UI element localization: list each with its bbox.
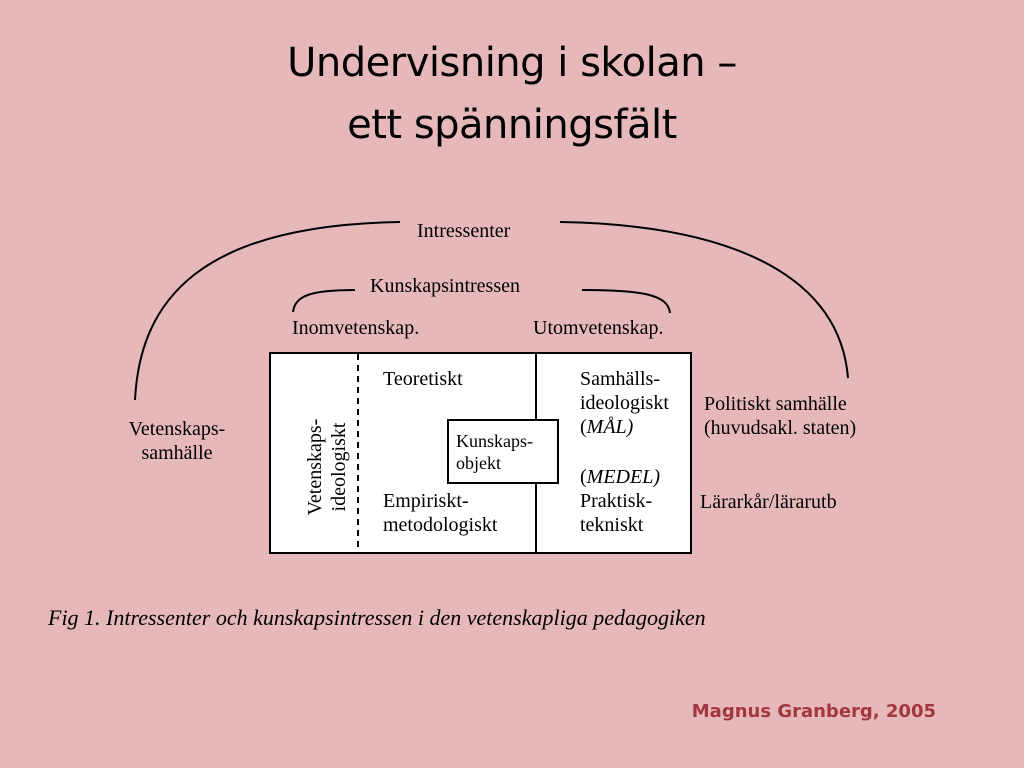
samhallsideologiskt-label: Samhälls- ideologiskt (MÅL) xyxy=(580,367,669,439)
slide-title-line1: Undervisning i skolan – xyxy=(287,40,737,86)
medel-label: (MEDEL) xyxy=(580,466,660,488)
figure-caption: Fig 1. Intressenter och kunskapsintresse… xyxy=(48,605,706,630)
inomvetenskap-label: Inomvetenskap. xyxy=(292,317,420,339)
praktisk-tekniskt-label: (MEDEL) Praktisk- tekniskt xyxy=(580,465,660,537)
samhalls-line2: ideologiskt xyxy=(580,392,669,414)
teoretiskt-label: Teoretiskt xyxy=(383,368,463,390)
kunskapsobjekt-line1: Kunskaps- xyxy=(456,431,533,451)
kunskapsobjekt-label: Kunskaps- objekt xyxy=(456,430,533,474)
slide-title: Undervisning i skolan – ett spänningsfäl… xyxy=(0,32,1024,156)
samhalls-line1: Samhälls- xyxy=(580,368,660,390)
vetenskapssamhalle-line2: samhälle xyxy=(141,442,213,464)
intressenter-label: Intressenter xyxy=(417,220,511,242)
lararkar-label: Lärarkår/lärarutb xyxy=(700,491,837,513)
empiriskt-line1: Empiriskt- xyxy=(383,490,469,512)
vertical-line2: ideologiskt xyxy=(328,422,350,512)
utomvetenskap-label: Utomvetenskap. xyxy=(533,317,664,339)
praktisk-line2: tekniskt xyxy=(580,514,644,536)
mal-label: (MÅL) xyxy=(580,416,634,438)
empiriskt-label: Empiriskt- metodologiskt xyxy=(383,489,497,537)
vetenskapssamhalle-label: Vetenskaps- samhälle xyxy=(112,417,242,465)
slide-title-line2: ett spänningsfält xyxy=(347,102,677,148)
kunskapsintressen-brace xyxy=(292,289,671,314)
intressenter-arc xyxy=(134,221,849,401)
praktisk-line1: Praktisk- xyxy=(580,490,653,512)
politiskt-line1: Politiskt samhälle xyxy=(704,393,847,415)
vetenskapsideologiskt-vertical-label: Vetenskaps- ideologiskt xyxy=(303,419,351,516)
vetenskapssamhalle-line1: Vetenskaps- xyxy=(128,418,226,440)
politiskt-samhalle-label: Politiskt samhälle (huvudsakl. staten) xyxy=(704,392,856,440)
author-credit: Magnus Granberg, 2005 xyxy=(691,701,936,722)
empiriskt-line2: metodologiskt xyxy=(383,514,498,536)
kunskapsintressen-label: Kunskapsintressen xyxy=(370,275,520,297)
kunskapsobjekt-box xyxy=(447,419,559,484)
kunskapsobjekt-line2: objekt xyxy=(456,453,501,473)
vertical-line1: Vetenskaps- xyxy=(304,418,326,516)
politiskt-line2: (huvudsakl. staten) xyxy=(704,417,857,439)
